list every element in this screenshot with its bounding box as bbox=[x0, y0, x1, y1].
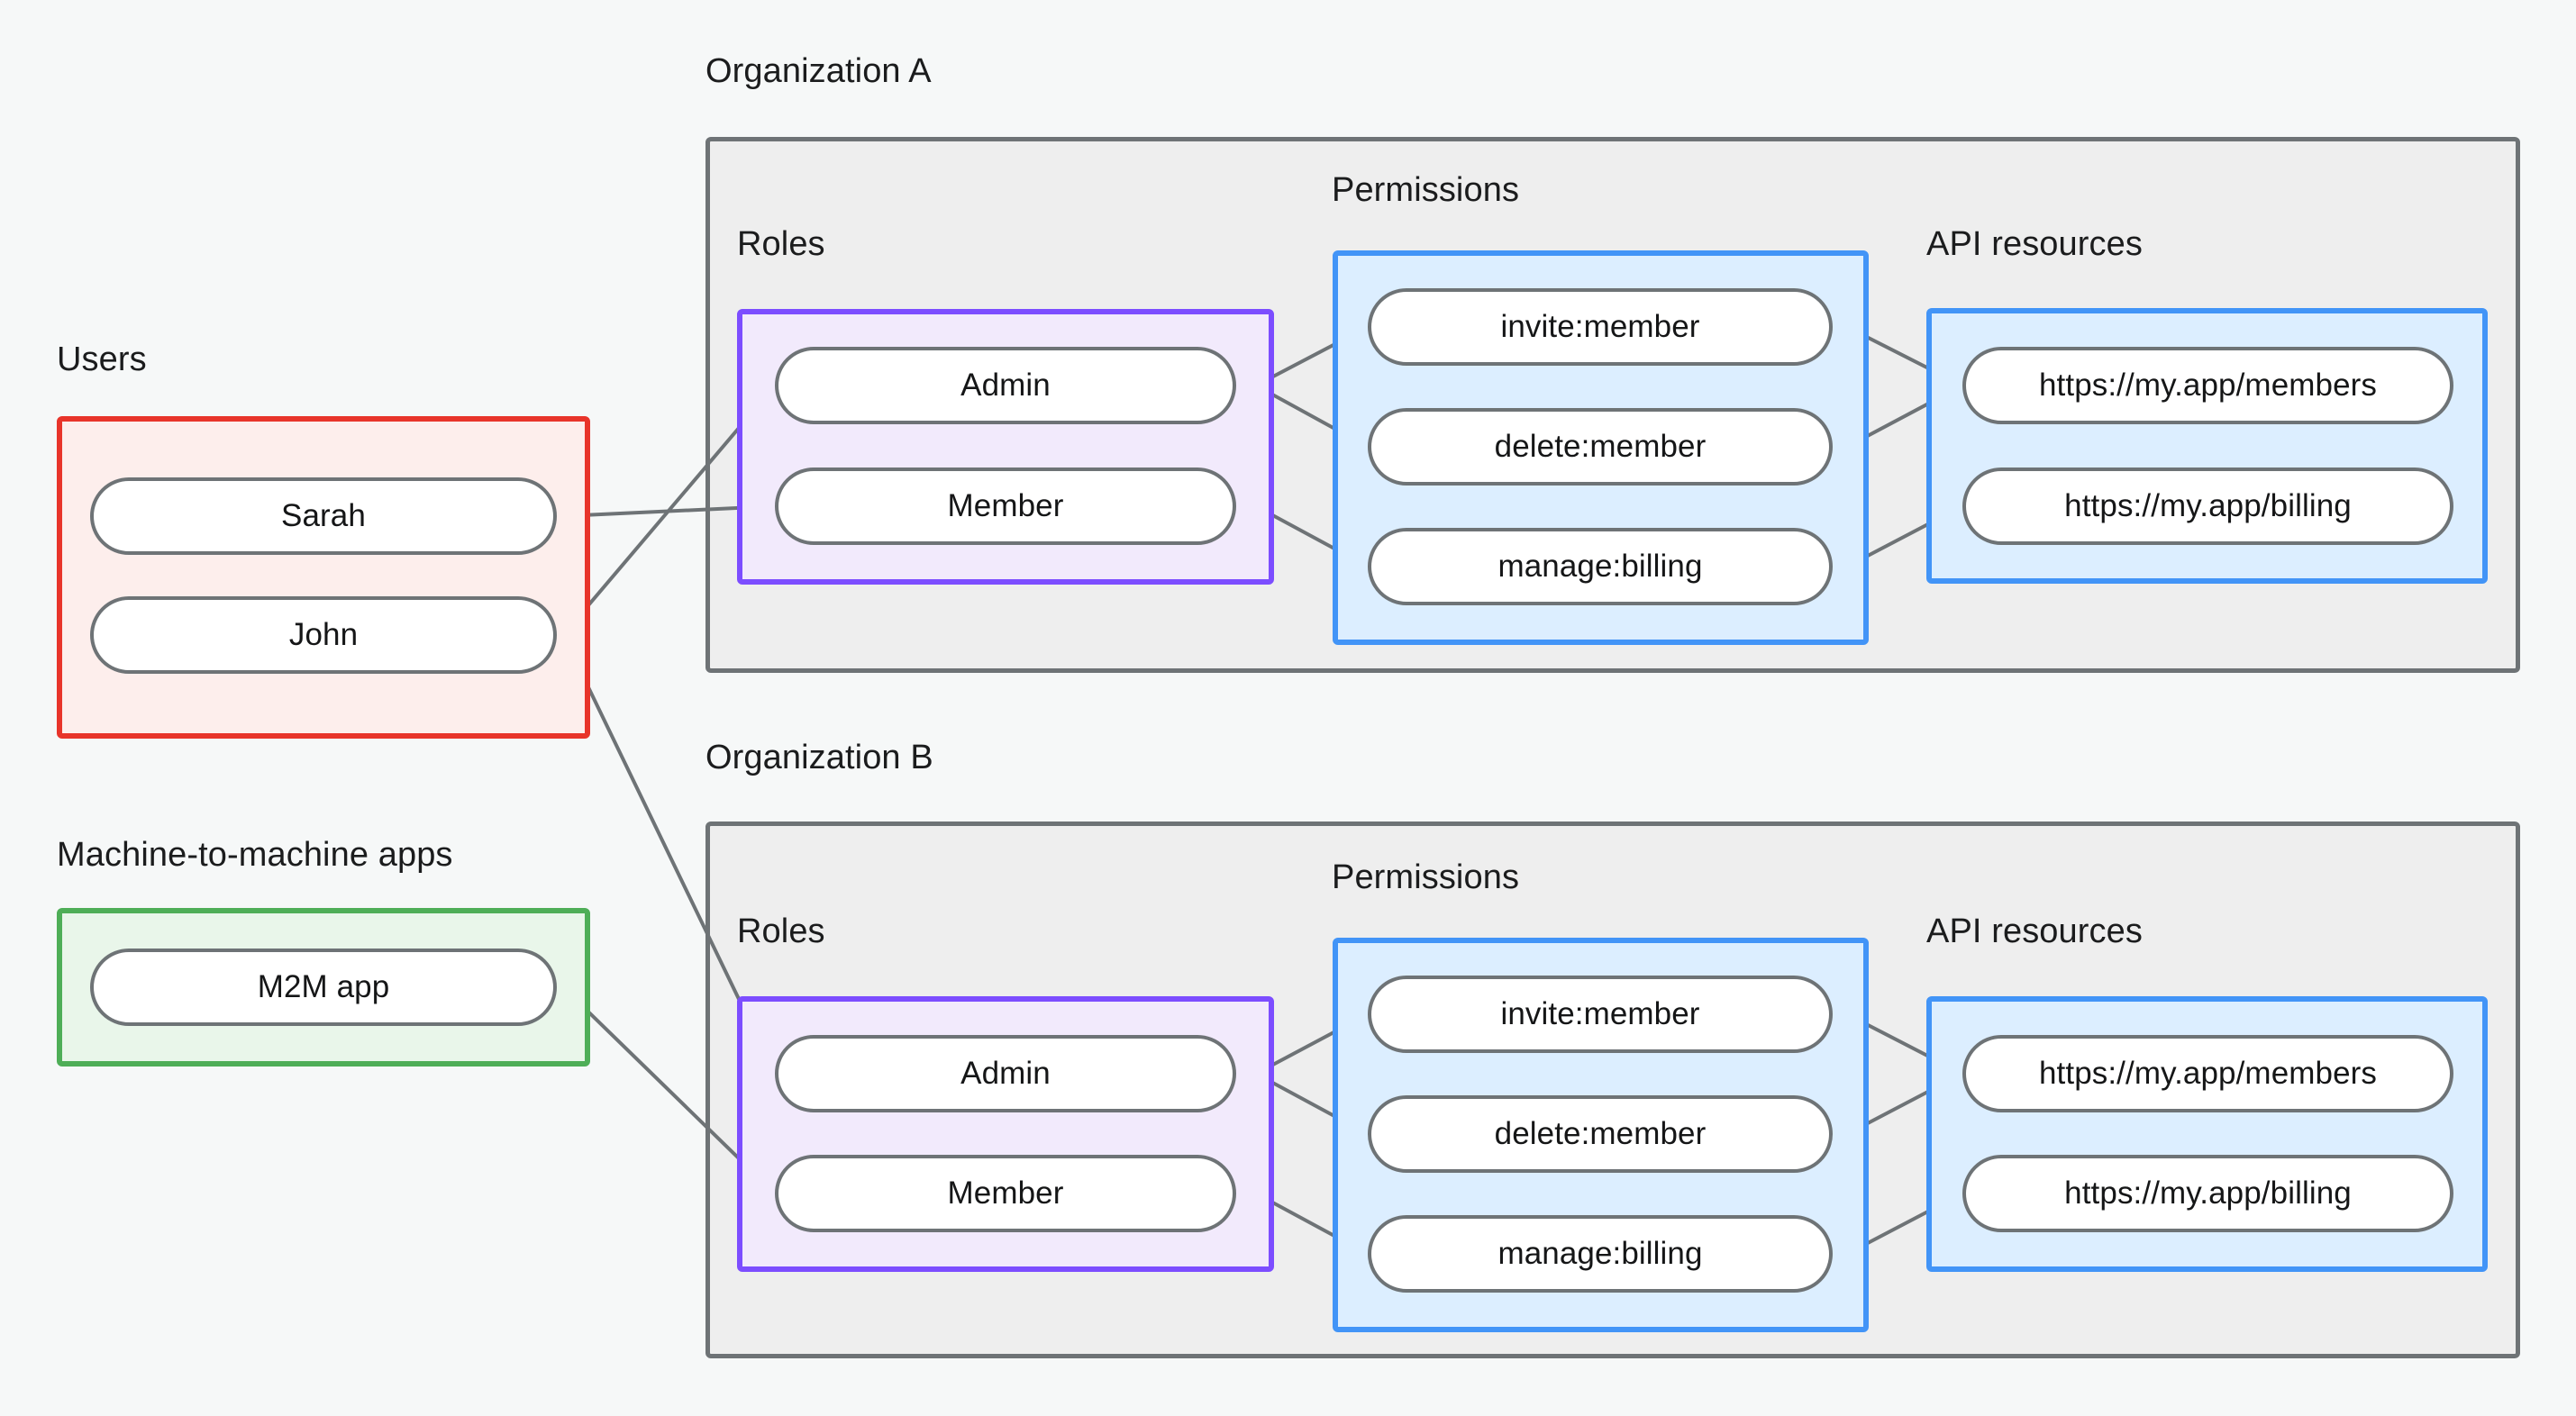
users-label: Users bbox=[57, 340, 147, 378]
user-pill-sarah[interactable]: Sarah bbox=[90, 477, 557, 555]
org-b-permissions-label: Permissions bbox=[1332, 858, 1520, 896]
api-resource-pill-org-b-billing[interactable]: https://my.app/billing bbox=[1962, 1155, 2453, 1232]
role-pill-org-b-admin[interactable]: Admin bbox=[775, 1035, 1236, 1112]
org-b-title: Organization B bbox=[705, 739, 933, 776]
permission-pill-org-b-delete-member[interactable]: delete:member bbox=[1368, 1095, 1833, 1173]
org-b-api-resources-label: API resources bbox=[1926, 912, 2143, 950]
api-resource-pill-org-a-members[interactable]: https://my.app/members bbox=[1962, 347, 2453, 424]
org-a-permissions-label: Permissions bbox=[1332, 171, 1520, 209]
org-b-roles-label: Roles bbox=[737, 912, 825, 950]
m2m-app-pill[interactable]: M2M app bbox=[90, 949, 557, 1026]
org-a-api-resources-label: API resources bbox=[1926, 225, 2143, 263]
user-pill-john[interactable]: John bbox=[90, 596, 557, 674]
permission-pill-org-a-manage-billing[interactable]: manage:billing bbox=[1368, 528, 1833, 605]
users-cluster bbox=[57, 416, 590, 739]
permission-pill-org-a-delete-member[interactable]: delete:member bbox=[1368, 408, 1833, 486]
m2m-apps-label: Machine-to-machine apps bbox=[57, 836, 453, 874]
api-resource-pill-org-b-members[interactable]: https://my.app/members bbox=[1962, 1035, 2453, 1112]
role-pill-org-a-admin[interactable]: Admin bbox=[775, 347, 1236, 424]
permission-pill-org-b-manage-billing[interactable]: manage:billing bbox=[1368, 1215, 1833, 1293]
permission-pill-org-a-invite-member[interactable]: invite:member bbox=[1368, 288, 1833, 366]
permission-pill-org-b-invite-member[interactable]: invite:member bbox=[1368, 976, 1833, 1053]
role-pill-org-a-member[interactable]: Member bbox=[775, 467, 1236, 545]
api-resource-pill-org-a-billing[interactable]: https://my.app/billing bbox=[1962, 467, 2453, 545]
org-a-roles-label: Roles bbox=[737, 225, 825, 263]
org-a-title: Organization A bbox=[705, 52, 932, 90]
role-pill-org-b-member[interactable]: Member bbox=[775, 1155, 1236, 1232]
